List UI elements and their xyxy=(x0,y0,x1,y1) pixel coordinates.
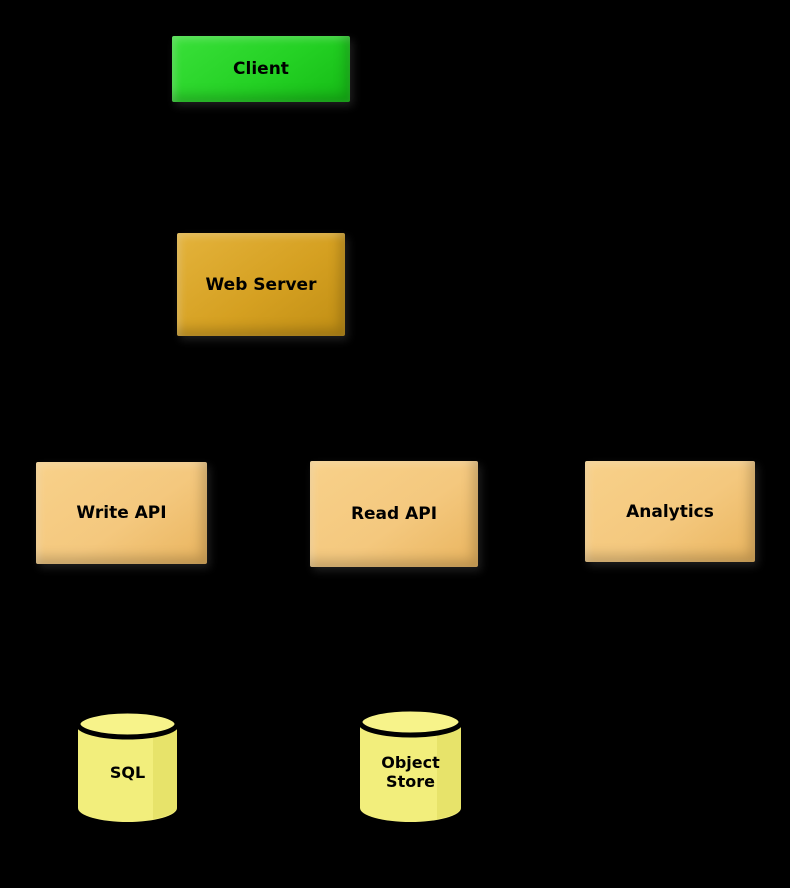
node-read-api-label: Read API xyxy=(350,504,438,524)
node-object-store-database: Object Store xyxy=(357,706,464,826)
database-cylinder-icon xyxy=(357,706,464,822)
node-web-server-label: Web Server xyxy=(205,274,317,295)
node-client: Client xyxy=(172,36,350,102)
database-cylinder-icon xyxy=(75,708,180,822)
node-analytics-label: Analytics xyxy=(626,501,714,522)
node-object-store-label: Object Store xyxy=(381,752,440,791)
node-sql-label: SQL xyxy=(109,763,146,783)
node-write-api: Write API xyxy=(36,462,207,564)
node-web-server: Web Server xyxy=(177,233,345,336)
node-sql-database: SQL xyxy=(75,708,180,826)
node-write-api-label: Write API xyxy=(76,503,167,523)
node-read-api: Read API xyxy=(310,461,478,567)
node-analytics: Analytics xyxy=(585,461,755,562)
node-client-label: Client xyxy=(233,59,289,79)
